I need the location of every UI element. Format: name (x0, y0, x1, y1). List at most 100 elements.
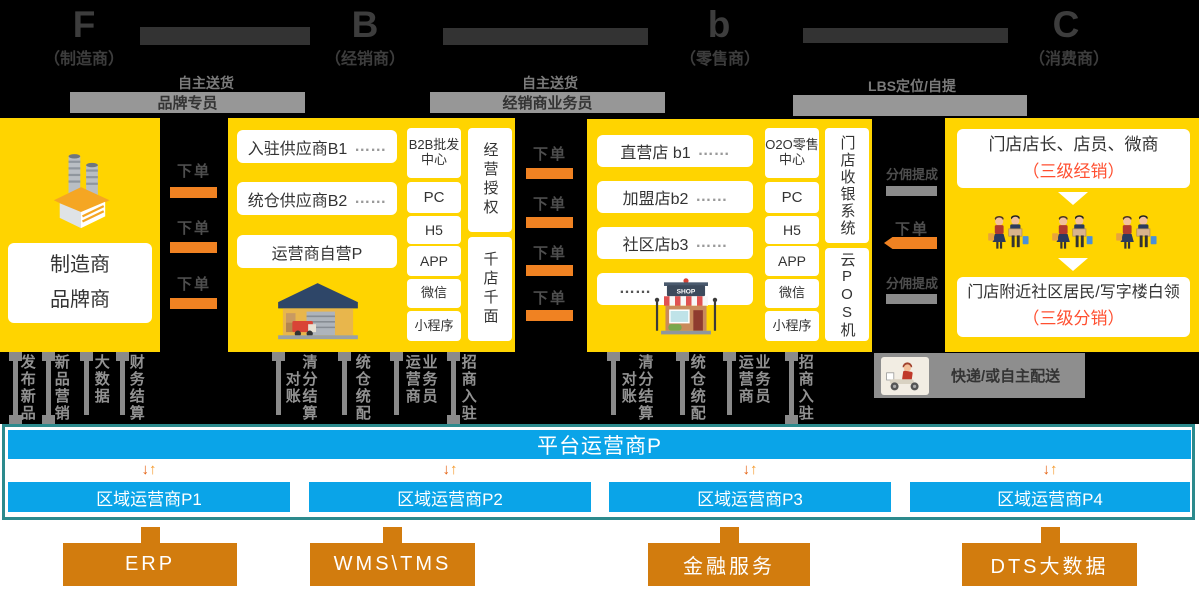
order-arrow (526, 265, 573, 276)
store-b1-label: 直营店 b1 (620, 145, 691, 162)
tier3-seller-card: 门店店长、店员、微商 （三级经销） (957, 129, 1190, 188)
service-label-unified-warehouse: 统仓统配 (353, 354, 371, 422)
channel-app: APP (765, 246, 819, 276)
shop-icon: SHOP (654, 278, 718, 335)
tier-letter-b-small: b (707, 4, 731, 45)
right-card-authorization: 经营授权 (468, 128, 512, 232)
tier-connector-bar (443, 28, 648, 45)
tier3-buyer-line1: 门店附近社区居民/写字楼白领 (967, 284, 1180, 302)
service-label-new-product-marketing: 新品营销 (52, 354, 70, 422)
tier-letter-b-cap: B (351, 4, 379, 45)
supplier-self-label: 运营商自营P (271, 245, 363, 263)
tier-sub-b-cap: （经销商） (324, 51, 406, 68)
connector-pin (272, 352, 285, 415)
agent-bar-brand-specialist: 品牌专员 (70, 92, 305, 113)
region-operator-p2: 区域运营商P2 (309, 482, 591, 512)
order-arrow (526, 217, 573, 228)
order-label: 下单 (176, 220, 212, 237)
factory-icon (53, 154, 110, 229)
order-label: 下单 (176, 276, 212, 293)
service-label-big-data: 大数据 (92, 354, 110, 405)
channel-miniprogram: 小程序 (765, 311, 819, 341)
updown-arrows-icon: ↓↑ (1042, 461, 1058, 478)
order-arrow (526, 310, 573, 321)
order-label: 下单 (532, 245, 568, 262)
tier3-seller-line1: 门店店长、店员、微商 (988, 135, 1159, 155)
channel-miniprogram: 小程序 (407, 311, 461, 341)
channel-wechat: 微信 (407, 279, 461, 308)
tier-sub-f: （制造商） (43, 51, 125, 68)
supplier-b2-label: 统仓供应商B2 (247, 192, 348, 210)
system-box-finance: 金融服务 (648, 543, 810, 586)
lbs-flow-bar (793, 95, 1027, 116)
order-arrow-left (884, 237, 937, 249)
delivery-bar-label: 快递/或自主配送 (951, 368, 1061, 385)
updown-arrows-icon: ↓↑ (442, 461, 458, 478)
system-box-erp: ERP (63, 543, 237, 586)
flow-note-self-delivery-1: 自主送货 (178, 75, 234, 91)
tier3-seller-line2: （三级经销） (1022, 161, 1125, 181)
system-card-pos-cashier: 门店收银系统 (825, 128, 869, 243)
tier-connector-bar (803, 28, 1008, 43)
down-arrow-icon (1058, 192, 1088, 205)
service-label-financial-settlement: 财务结算 (127, 354, 145, 422)
order-label: 下单 (532, 290, 568, 307)
connector-pin (785, 352, 798, 424)
service-label-operator-sales: 运营商业务员 (736, 354, 771, 405)
store-card-b1: 直营店 b1 …… (597, 135, 753, 167)
agent-bar-distributor-sales: 经销商业务员 (430, 92, 665, 113)
tier-sub-c: （消费商） (1028, 51, 1110, 68)
flow-note-self-delivery-2: 自主送货 (522, 75, 578, 91)
channel-b2b-center: B2B批发中心 (407, 128, 461, 178)
order-label: 下单 (894, 221, 930, 238)
tier3-buyer-card: 门店附近社区居民/写字楼白领 （三级分销） (957, 277, 1190, 337)
connector-pin (447, 352, 460, 424)
ellipsis: …… (695, 188, 728, 205)
tier-letter-c: C (1052, 4, 1080, 45)
tier-sub-b-small: （零售商） (679, 51, 761, 68)
supplier-card-b1: 入驻供应商B1 …… (237, 130, 397, 163)
channel-pc: PC (765, 182, 819, 213)
store-b3-label: 社区店b3 (622, 237, 689, 254)
delivery-scooter-icon (881, 356, 929, 395)
commission-bar (886, 294, 937, 304)
channel-h5: H5 (765, 216, 819, 244)
shoppers-icon (988, 215, 1029, 249)
region-operator-p3: 区域运营商P3 (609, 482, 891, 512)
shoppers-icon (1052, 215, 1093, 249)
tier-letter-f: F (72, 4, 96, 45)
store-card-b3: 社区店b3 …… (597, 227, 753, 259)
channel-o2o-center: O2O零售中心 (765, 128, 819, 178)
order-label: 下单 (532, 146, 568, 163)
service-label-merchant-onboarding: 招商入驻 (459, 354, 477, 422)
ellipsis: …… (695, 234, 728, 251)
ellipsis: …… (354, 137, 387, 155)
system-connector-tab (1041, 527, 1060, 544)
order-label: 下单 (532, 196, 568, 213)
system-connector-tab (141, 527, 160, 544)
ellipsis: …… (697, 142, 730, 159)
tier3-buyer-line2: （三级分销） (1022, 309, 1125, 329)
order-arrow (170, 298, 217, 309)
order-label: 下单 (176, 163, 212, 180)
warehouse-icon (278, 283, 358, 340)
region-operator-p4: 区域运营商P4 (910, 482, 1190, 512)
system-connector-tab (383, 527, 402, 544)
service-label-new-product-release: 发布新品 (18, 354, 36, 422)
tier-connector-bar (140, 27, 310, 45)
connector-pin (116, 352, 129, 415)
connector-pin (42, 352, 55, 424)
order-arrow (170, 187, 217, 198)
commission-label: 分佣提成 (885, 167, 939, 182)
connector-pin (9, 352, 22, 424)
updown-arrows-icon: ↓↑ (141, 461, 157, 478)
order-arrow (170, 242, 217, 253)
channel-app: APP (407, 246, 461, 276)
manufacturer-line1: 制造商 (50, 254, 110, 276)
platform-operator-bar: 平台运营商P (8, 430, 1191, 459)
connector-pin (676, 352, 689, 415)
service-label-reconciliation-clearing: 对账清分结算 (619, 354, 654, 422)
right-card-thousand-stores: 千店千面 (468, 237, 512, 341)
channel-pc: PC (407, 182, 461, 213)
